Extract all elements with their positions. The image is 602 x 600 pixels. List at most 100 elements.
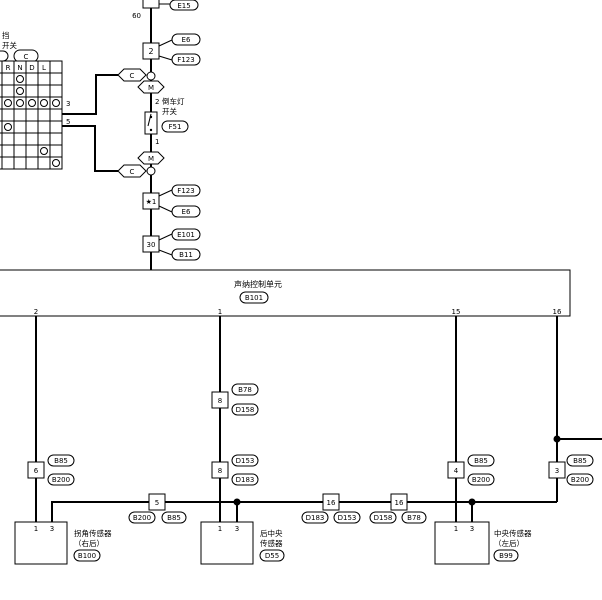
conn-tag-label: D183	[236, 476, 255, 484]
tag-label: C	[130, 72, 135, 80]
gear-tag-cropped	[0, 50, 9, 62]
connector-d158-b78-ground	[390, 493, 408, 511]
connector-pin: 5	[155, 499, 159, 507]
connector-b78-d158	[211, 391, 229, 409]
conn-tag-label: B11	[179, 251, 193, 259]
tag-m-lower	[137, 151, 165, 165]
connector-pin: 30	[147, 241, 156, 249]
connector-pin: 8	[218, 397, 222, 405]
conn-tag	[231, 473, 259, 486]
conn-tag-label: F123	[177, 56, 194, 64]
connector-b85-b200-left	[27, 461, 45, 479]
switch-pin: 2	[155, 98, 159, 106]
control-unit-conn: B101	[245, 294, 263, 302]
connector-pin: 2	[148, 47, 153, 56]
conn-tag-label: B85	[54, 457, 68, 465]
conn-tag-label: E6	[182, 208, 191, 216]
connector-b200-b85-ground	[148, 493, 166, 511]
conn-tag-label: D153	[236, 457, 255, 465]
connector-pin: ★1	[146, 198, 157, 206]
conn-tag	[239, 291, 269, 304]
gear-tag-label: C	[24, 53, 29, 61]
sensor-pin: 1	[34, 525, 38, 533]
junction-dot	[468, 498, 476, 506]
tag-label: M	[148, 84, 154, 92]
tag-m-upper	[137, 80, 165, 94]
conn-tag-label: B85	[167, 514, 181, 522]
sensor-conn: B100	[78, 552, 96, 560]
conn-tag	[493, 549, 519, 562]
conn-tag	[231, 383, 259, 396]
conn-tag-label: F123	[177, 187, 194, 195]
sensor-conn: B99	[499, 552, 513, 560]
sensor-name: 后中央	[260, 528, 283, 538]
unit-pin: 16	[553, 308, 562, 316]
gear-switch-grid: R N D L	[0, 60, 63, 170]
junction-open	[146, 71, 156, 81]
sensor-corner-right-rear	[14, 521, 68, 565]
top-connector-label: E15	[177, 2, 190, 10]
connector-d183-d153-ground	[322, 493, 340, 511]
connector-pin: 4	[454, 467, 459, 475]
sensor-name: 拐角传感器	[74, 528, 112, 538]
switch-label: 倒车灯	[162, 96, 185, 106]
connector-e6-f123	[142, 42, 160, 60]
connector-pin: 16	[327, 499, 336, 507]
tag-label: C	[130, 168, 135, 176]
top-connector-box	[142, 0, 160, 9]
conn-tag-label: B78	[238, 386, 252, 394]
conn-tag-label: B200	[571, 476, 589, 484]
connector-e101-b11	[142, 235, 160, 253]
connector-pin: 3	[555, 467, 559, 475]
connector-pin: 6	[34, 467, 39, 475]
gear-pin: 5	[66, 118, 70, 126]
conn-tag-label: B85	[474, 457, 488, 465]
conn-tag	[128, 511, 156, 524]
tag-label: M	[148, 155, 154, 163]
sensor-name: 传感器	[260, 538, 283, 548]
conn-tag	[259, 549, 285, 562]
gear-col-label: N	[17, 64, 22, 72]
conn-tag	[369, 511, 397, 524]
conn-tag	[566, 473, 594, 486]
conn-tag	[401, 511, 427, 524]
tag-c-lower	[117, 164, 147, 178]
conn-tag	[161, 120, 189, 133]
conn-tag	[467, 454, 495, 467]
sensor-name: （左后）	[494, 538, 524, 548]
conn-tag-label: B200	[472, 476, 490, 484]
gear-pin: 3	[66, 100, 70, 108]
conn-tag	[171, 33, 201, 46]
gear-switch-label: 挡	[2, 30, 10, 40]
conn-tag-label: E6	[182, 36, 191, 44]
top-pin: 60	[132, 12, 141, 20]
sensor-rear-center	[200, 521, 254, 565]
gear-col-label: R	[6, 64, 11, 72]
conn-tag-label: D153	[338, 514, 357, 522]
conn-tag-label: E101	[177, 231, 195, 239]
conn-tag-label: B85	[573, 457, 587, 465]
control-unit-name: 声纳控制单元	[234, 279, 282, 289]
tag-c-upper	[117, 68, 147, 82]
conn-tag	[73, 549, 101, 562]
sensor-conn: D55	[265, 552, 279, 560]
switch-label: 开关	[162, 106, 177, 116]
sensor-pin: 3	[470, 525, 474, 533]
conn-tag	[231, 403, 259, 416]
conn-tag	[333, 511, 361, 524]
conn-tag	[231, 454, 259, 467]
top-connector-tag	[169, 0, 199, 11]
sensor-pin: 3	[50, 525, 54, 533]
conn-tag	[161, 511, 187, 524]
gear-wire-3	[90, 74, 118, 115]
sonar-control-unit	[0, 269, 571, 317]
gear-wire-5	[64, 125, 118, 172]
gear-col-label: L	[42, 64, 46, 72]
junction-dot	[553, 435, 561, 443]
conn-tag-label: D158	[236, 406, 255, 414]
connector-b85-b200-right	[548, 461, 566, 479]
unit-pin: 15	[452, 308, 461, 316]
sensor-pin: 1	[454, 525, 458, 533]
conn-tag-label: F51	[169, 123, 182, 131]
